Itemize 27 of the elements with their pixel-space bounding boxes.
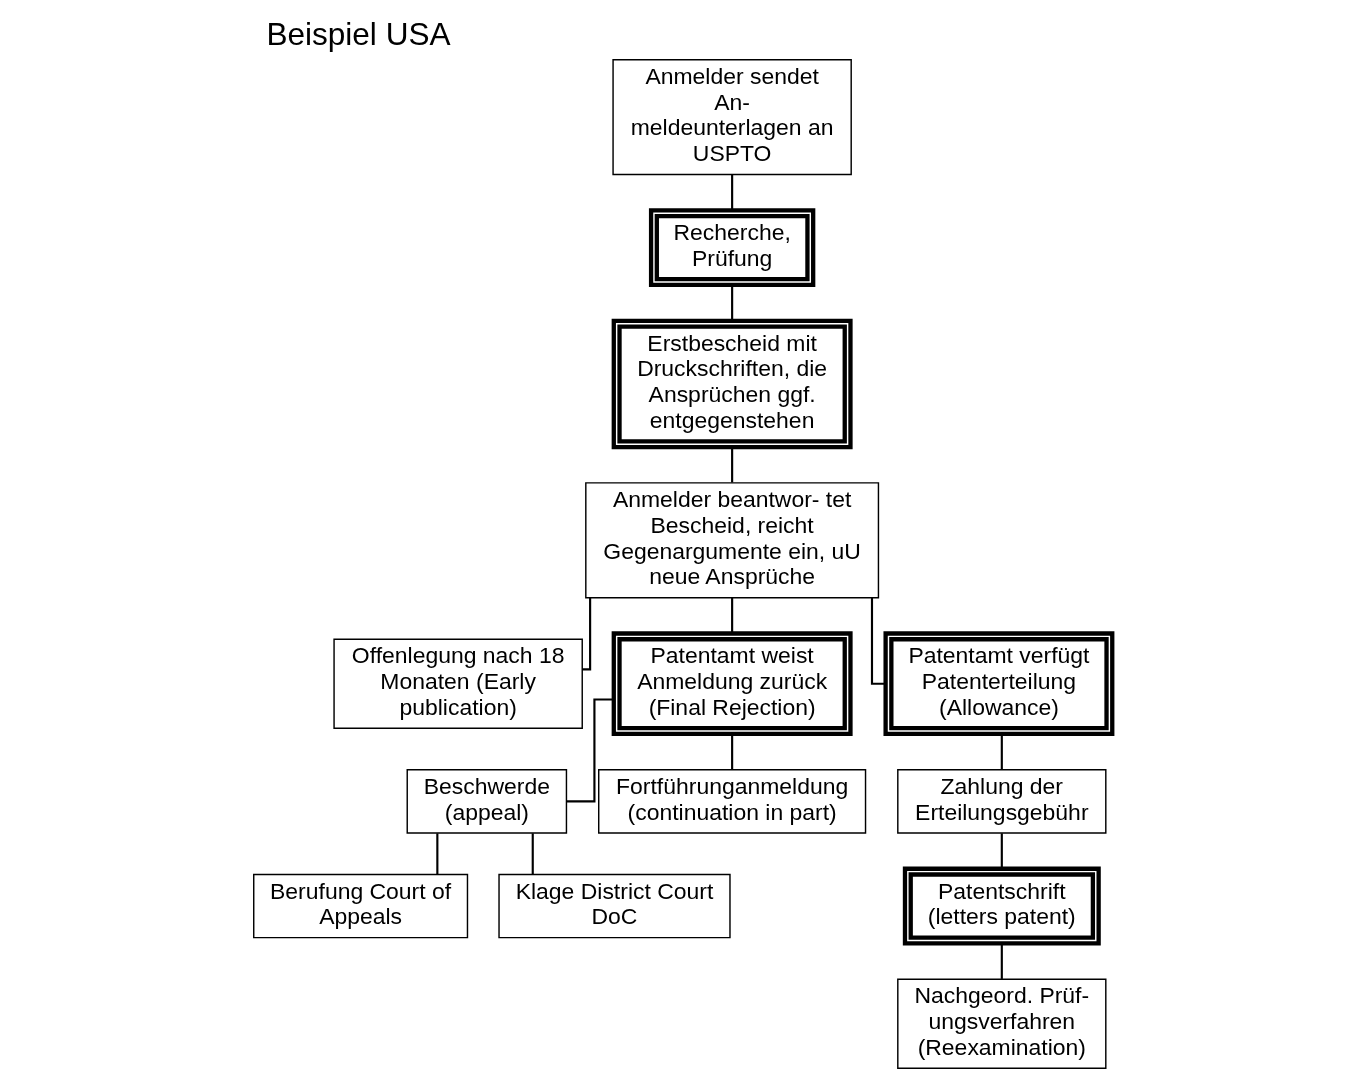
node-box: Erstbescheid mit Druckschriften, die Ansprüchen ggf. entgegenstehen	[611, 318, 853, 450]
node-box: Patentschrift (letters patent)	[902, 866, 1101, 946]
node-box: Fortführunganmeldung (continuation in part)	[597, 769, 866, 834]
node-box: Patentamt weist Anmeldung zurück (Final Rejection)	[611, 631, 853, 737]
connector	[1000, 734, 1003, 770]
connector	[730, 285, 733, 321]
node-box: Recherche, Prüfung	[648, 208, 815, 288]
node-box: Zahlung der Erteilungsgebühr	[896, 769, 1107, 834]
node-box: Beschwerde (appeal)	[406, 769, 567, 834]
node-box: Offenlegung nach 18 Monaten (Early publication)	[332, 638, 583, 729]
node-box: Klage District Court DoC	[497, 873, 731, 939]
connector	[531, 833, 534, 875]
node-box: Anmelder beantwor- tet Bescheid, reicht Gegenargumente ein, uU neue Ansprüche	[584, 482, 879, 599]
connector	[730, 447, 733, 483]
diagram-title: Beispiel USA	[265, 15, 451, 52]
connector	[730, 597, 733, 634]
node-box: Anmelder sendet An- meldeunterlagen an USPTO	[611, 59, 852, 176]
connector	[870, 597, 886, 685]
node-box: Berufung Court of Appeals	[252, 873, 468, 939]
connector	[435, 833, 438, 875]
node-box: Nachgeord. Prüf- ungsverfahren (Reexamination)	[896, 978, 1107, 1069]
connector	[730, 734, 733, 770]
connector	[581, 598, 591, 671]
connector	[1000, 833, 1003, 869]
connector	[1000, 943, 1003, 979]
node-box: Patentamt verfügt Patenterteilung (Allowance)	[882, 631, 1114, 737]
connector	[730, 174, 733, 211]
